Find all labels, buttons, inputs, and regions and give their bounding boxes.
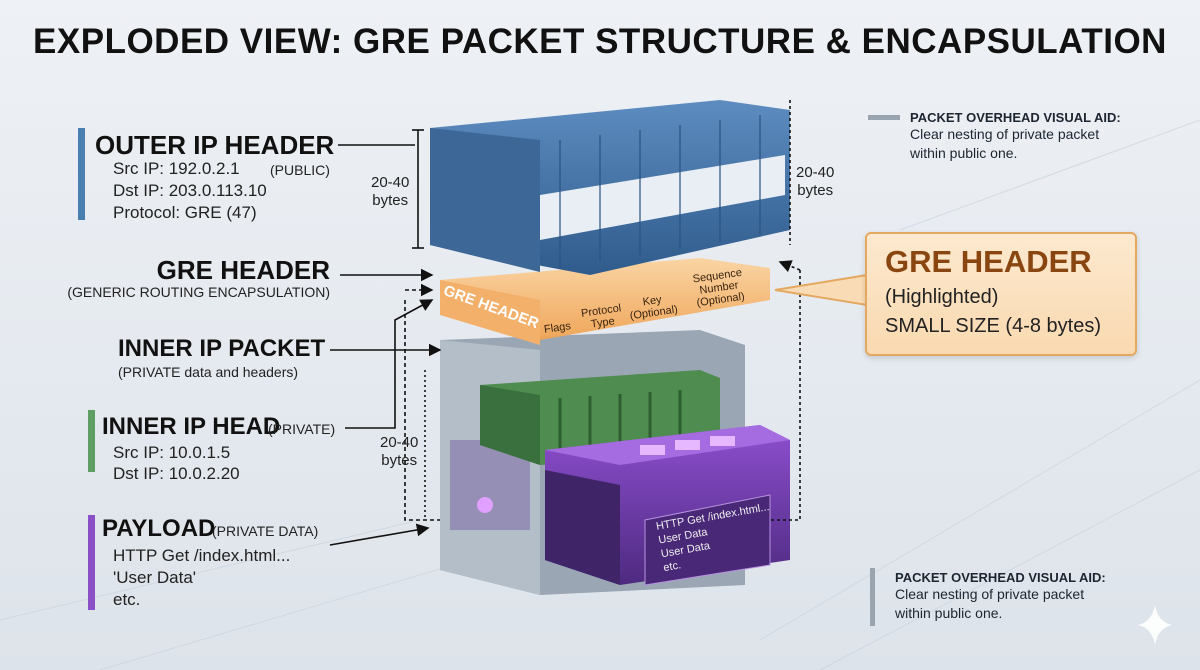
note-dash-icon	[868, 115, 900, 120]
inner-packet-title: INNER IP PACKET	[118, 335, 326, 362]
outer-ip-bar	[78, 128, 85, 220]
note-bottom-line1: Clear nesting of private packet	[895, 586, 1085, 602]
outer-size: 20-40	[371, 174, 410, 191]
inner-size: 20-40	[380, 434, 419, 451]
outer-public-tag: (PUBLIC)	[270, 162, 330, 178]
inner-size-unit: bytes	[381, 452, 418, 469]
outer-src-ip: Src IP: 192.0.2.1	[113, 159, 240, 178]
right-size-unit: bytes	[797, 182, 834, 199]
inner-ip-title: INNER IP HEAD	[102, 413, 281, 440]
note-bottom-title: PACKET OVERHEAD VISUAL AID:	[895, 570, 1106, 585]
note-top-line1: Clear nesting of private packet	[910, 126, 1100, 142]
gre-header-slab	[440, 258, 770, 345]
note-top: PACKET OVERHEAD VISUAL AID: Clear nestin…	[910, 110, 1121, 163]
title-rest: GRE PACKET STRUCTURE & ENCAPSULATION	[353, 22, 1167, 61]
inner-packet-subtitle: (PRIVATE data and headers)	[118, 364, 299, 380]
outer-ip-title: OUTER IP HEADER	[95, 130, 335, 160]
page-title: EXPLODED VIEW: GRE PACKET STRUCTURE & EN…	[0, 22, 1200, 62]
payload-line: etc.	[113, 590, 141, 609]
inner-dst-ip: Dst IP: 10.0.2.20	[113, 464, 240, 483]
inner-ip-bar	[88, 410, 95, 472]
payload-container	[545, 425, 790, 586]
outer-dst-ip: Dst IP: 203.0.113.10	[113, 181, 267, 200]
outer-size-unit: bytes	[372, 192, 409, 209]
sparkle-icon	[1138, 605, 1172, 645]
payload-title: PAYLOAD	[102, 515, 216, 542]
gre-subtitle: (GENERIC ROUTING ENCAPSULATION)	[67, 284, 330, 300]
callout-line1: (Highlighted)	[885, 286, 999, 308]
outer-ip-container	[430, 100, 790, 275]
payload-line: HTTP Get /index.html...	[113, 546, 291, 565]
note-top-line2: within public one.	[910, 145, 1018, 161]
connector-lines	[329, 100, 801, 546]
gre-title: GRE HEADER	[156, 255, 330, 285]
callout-line2: SMALL SIZE (4-8 bytes)	[885, 315, 1101, 337]
payload-tag: (PRIVATE DATA)	[212, 523, 319, 539]
note-bar-icon	[870, 568, 875, 626]
payload-bar	[88, 515, 95, 610]
callout-pointer	[774, 273, 868, 307]
inner-src-ip: Src IP: 10.0.1.5	[113, 443, 231, 462]
note-bottom-line2: within public one.	[895, 605, 1003, 621]
right-size: 20-40	[796, 164, 835, 181]
title-bold: EXPLODED VIEW:	[33, 22, 343, 61]
outer-protocol: Protocol: GRE (47)	[113, 203, 257, 222]
callout-title: GRE HEADER	[885, 244, 1092, 279]
note-top-title: PACKET OVERHEAD VISUAL AID:	[910, 110, 1121, 125]
note-bottom: PACKET OVERHEAD VISUAL AID: Clear nestin…	[895, 570, 1106, 623]
inner-private-tag: (PRIVATE)	[268, 421, 336, 437]
gre-callout: GRE HEADER (Highlighted) SMALL SIZE (4-8…	[865, 232, 1137, 356]
background-network-lines	[0, 119, 1200, 670]
payload-line: 'User Data'	[113, 568, 197, 587]
